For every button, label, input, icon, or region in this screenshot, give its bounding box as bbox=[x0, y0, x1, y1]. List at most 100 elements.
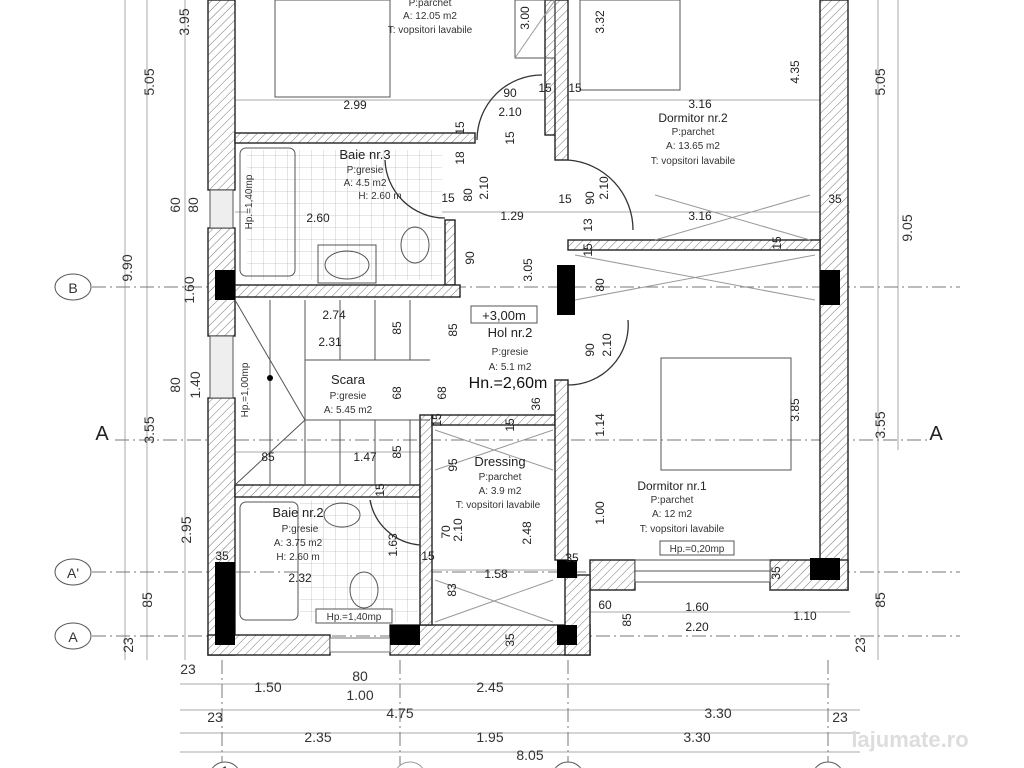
room-scara: Scara P:gresie A: 5.45 m2 Hp.=1,00mp bbox=[240, 362, 373, 417]
section-mark-left: A bbox=[95, 423, 109, 445]
dimension-label: 90 bbox=[583, 191, 597, 205]
dimension-label: 85 bbox=[390, 321, 404, 335]
dimension-label: 23 bbox=[852, 637, 868, 653]
dimension-label: 35 bbox=[503, 633, 517, 647]
dimension-label: 80 bbox=[167, 377, 183, 393]
staircase bbox=[234, 299, 430, 486]
dimension-label: 1.40 bbox=[187, 371, 203, 398]
dimension-label: 3.32 bbox=[593, 10, 607, 34]
dimension-label: 2.35 bbox=[304, 729, 331, 745]
dimension-label: 18 bbox=[453, 151, 467, 165]
dimension-label: 85 bbox=[446, 323, 460, 337]
axis-bubble-A: A bbox=[54, 622, 92, 650]
dimension-label: 70 bbox=[439, 525, 453, 539]
dimension-label: 1.60 bbox=[685, 600, 709, 614]
dimension-label: 15 bbox=[538, 81, 552, 95]
dimension-label: 15 bbox=[430, 413, 444, 427]
dimension-label: 15 bbox=[441, 191, 455, 205]
dimension-label: 23 bbox=[832, 709, 848, 725]
dimension-label: 3.16 bbox=[688, 97, 712, 111]
room-hp: Hp.=0,20mp bbox=[670, 544, 725, 555]
axis-label: A' bbox=[67, 565, 79, 581]
room-name: Hol nr.2 bbox=[488, 325, 533, 340]
dimension-label: 90 bbox=[503, 86, 517, 100]
dimension-label: 3.55 bbox=[872, 411, 888, 438]
furniture bbox=[239, 0, 816, 623]
room-area: A: 12 m2 bbox=[652, 509, 692, 520]
room-area: A: 12.05 m2 bbox=[403, 11, 457, 22]
dimension-label: 1.00 bbox=[346, 687, 373, 703]
room-finish: T: vopsitori lavabile bbox=[388, 25, 473, 36]
dimension-label: 85 bbox=[872, 592, 888, 608]
dimension-label: 3.16 bbox=[688, 209, 712, 223]
room-hp: Hp.=1,40mp bbox=[244, 174, 255, 229]
dimension-label: 36 bbox=[529, 397, 543, 411]
room-finish: T: vopsitori lavabile bbox=[456, 500, 541, 511]
axis-bubble bbox=[554, 761, 582, 768]
dimension-label: 15 bbox=[581, 243, 595, 257]
dimension-label: 2.74 bbox=[322, 308, 346, 322]
dimension-label: 9.05 bbox=[899, 214, 915, 241]
axis-bubble bbox=[396, 761, 424, 768]
room-area: A: 5.45 m2 bbox=[324, 405, 373, 416]
dimension-label: 5.05 bbox=[872, 68, 888, 95]
floor-level: +3,00m bbox=[482, 308, 526, 323]
room-area: A: 4.5 m2 bbox=[344, 178, 387, 189]
watermark-logo: lajumate.ro bbox=[851, 727, 968, 752]
axis-label: B bbox=[68, 280, 77, 296]
room-dormitor-1: Dormitor nr.1 P:parchet A: 12 m2 T: vops… bbox=[637, 479, 735, 556]
dimension-label: 60 bbox=[598, 598, 612, 612]
dimension-label: 3.55 bbox=[141, 416, 157, 443]
section-mark-right: A bbox=[929, 423, 943, 445]
dimension-label: 15 bbox=[558, 192, 572, 206]
dimension-label: 1.47 bbox=[353, 450, 377, 464]
bathroom-3-tiles bbox=[247, 150, 442, 280]
level-box bbox=[470, 305, 538, 324]
dimension-label: 80 bbox=[185, 197, 201, 213]
dimension-label: 2.10 bbox=[451, 518, 465, 542]
room-height: Hn.=2,60m bbox=[469, 375, 548, 392]
dimension-label: 2.32 bbox=[288, 571, 312, 585]
dimension-label: 2.95 bbox=[178, 516, 194, 543]
axis-bubble bbox=[814, 761, 842, 768]
room-hp: Hp.=1,00mp bbox=[240, 362, 251, 417]
dimension-label: 35 bbox=[565, 551, 579, 565]
dimension-label: 35 bbox=[828, 192, 842, 206]
dimension-label: 23 bbox=[120, 637, 136, 653]
columns bbox=[215, 265, 840, 645]
dimension-label: 15 bbox=[373, 483, 387, 497]
room-floor: P:gresie bbox=[347, 165, 384, 176]
dimension-label: 35 bbox=[215, 549, 229, 563]
right-dimensions: 5.05 9.05 3.55 85 23 bbox=[852, 68, 915, 653]
dimension-label: 2.48 bbox=[520, 521, 534, 545]
dimension-label: 3.95 bbox=[176, 8, 192, 35]
room-height: H: 2.60 m bbox=[276, 552, 319, 563]
room-finish: T: vopsitori lavabile bbox=[640, 524, 725, 535]
room-floor: P:gresie bbox=[492, 347, 529, 358]
room-floor: P:gresie bbox=[282, 524, 319, 535]
dimension-label: 85 bbox=[139, 592, 155, 608]
dimension-label: 1.29 bbox=[500, 209, 524, 223]
dimension-label: 3.05 bbox=[521, 258, 535, 282]
room-dormitor-3: P:parchet A: 12.05 m2 T: vopsitori lavab… bbox=[388, 0, 473, 36]
room-name: Baie nr.2 bbox=[272, 505, 323, 520]
room-floor: P:parchet bbox=[409, 0, 452, 9]
dimension-label: 1.00 bbox=[593, 501, 607, 525]
dimension-label: 15 bbox=[503, 131, 517, 145]
dimension-label: 3.85 bbox=[788, 398, 802, 422]
room-floor: P:parchet bbox=[651, 495, 694, 506]
dimension-label: 90 bbox=[583, 343, 597, 357]
room-dressing: Dressing P:parchet A: 3.9 m2 T: vopsitor… bbox=[456, 454, 541, 511]
dimension-label: 2.60 bbox=[306, 211, 330, 225]
dimension-label: 1.63 bbox=[386, 533, 400, 557]
dimension-label: 15 bbox=[770, 236, 784, 250]
dimension-label: 4.75 bbox=[386, 705, 413, 721]
dimension-label: 23 bbox=[207, 709, 223, 725]
dimension-label: 23 bbox=[180, 661, 196, 677]
dimension-label: 3.30 bbox=[683, 729, 710, 745]
dimension-label: 1.10 bbox=[793, 609, 817, 623]
dimension-label: 15 bbox=[568, 81, 582, 95]
room-floor: P:gresie bbox=[330, 391, 367, 402]
dimension-label: 80 bbox=[593, 278, 607, 292]
